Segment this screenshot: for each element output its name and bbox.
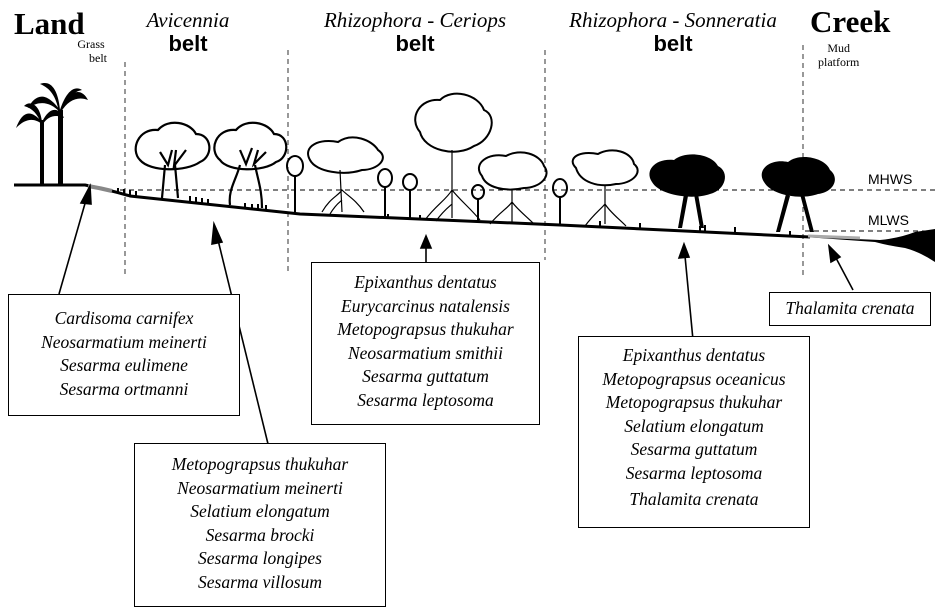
species-item: Metopograpsus thukuhar (312, 318, 539, 342)
grass-belt-label: Grass belt (75, 38, 107, 66)
species-item: Thalamita crenata (770, 297, 930, 321)
avicennia-belt-word: belt (128, 33, 248, 55)
palm-trees (16, 83, 88, 185)
creek-label: Creek (810, 6, 890, 37)
mlws-label: MLWS (868, 212, 909, 228)
species-item: Epixanthus dentatus (579, 344, 809, 368)
creek-species-box: Thalamita crenata (769, 292, 931, 326)
sonneratia-trees (649, 154, 834, 232)
species-item: Cardisoma carnifex (9, 307, 239, 331)
avicennia-name: Avicennia (128, 10, 248, 31)
mhws-label: MHWS (868, 171, 912, 187)
mud-platform-line1: Mud (827, 41, 850, 55)
grass-belt-species-box: Cardisoma carnifex Neosarmatium meinerti… (8, 294, 240, 416)
species-item: Metopograpsus thukuhar (579, 391, 809, 415)
species-item: Selatium elongatum (135, 500, 385, 524)
species-item: Neosarmatium meinerti (9, 331, 239, 355)
rhizophora-sonneratia-belt-word: belt (548, 33, 798, 55)
species-item: Thalamita crenata (579, 488, 809, 512)
species-item: Sesarma guttatum (579, 438, 809, 462)
species-item: Metopograpsus oceanicus (579, 368, 809, 392)
species-item: Sesarma leptosoma (579, 462, 809, 486)
avicennia-heading: Avicennia belt (128, 10, 248, 55)
species-item: Eurycarcinus natalensis (312, 295, 539, 319)
rhizophora-trees (308, 94, 638, 226)
rhizophora-ceriops-heading: Rhizophora - Ceriops belt (298, 10, 532, 55)
grass-belt-line1: Grass (77, 37, 104, 51)
species-item: Sesarma villosum (135, 571, 385, 595)
species-item: Neosarmatium smithii (312, 342, 539, 366)
mud-platform (805, 229, 935, 262)
species-item: Epixanthus dentatus (312, 271, 539, 295)
rhizophora-sonneratia-name: Rhizophora - Sonneratia (548, 10, 798, 31)
mud-platform-label: Mud platform (818, 42, 859, 70)
grass-belt-line2: belt (89, 51, 107, 65)
land-label: Land (14, 8, 85, 39)
mud-platform-line2: platform (818, 55, 859, 69)
species-item: Sesarma eulimene (9, 354, 239, 378)
species-item: Metopograpsus thukuhar (135, 453, 385, 477)
species-item: Sesarma brocki (135, 524, 385, 548)
species-item: Selatium elongatum (579, 415, 809, 439)
species-item: Sesarma ortmanni (9, 378, 239, 402)
rhizophora-sonneratia-heading: Rhizophora - Sonneratia belt (548, 10, 798, 55)
avicennia-trees (136, 123, 287, 208)
rhizophora-ceriops-belt-word: belt (298, 33, 532, 55)
rhizophora-sonneratia-species-box: Epixanthus dentatus Metopograpsus oceani… (578, 336, 810, 528)
rhizophora-ceriops-species-box: Epixanthus dentatus Eurycarcinus natalen… (311, 262, 540, 425)
species-item: Sesarma guttatum (312, 365, 539, 389)
species-item: Sesarma longipes (135, 547, 385, 571)
avicennia-species-box: Metopograpsus thukuhar Neosarmatium mein… (134, 443, 386, 607)
species-item: Sesarma leptosoma (312, 389, 539, 413)
rhizophora-ceriops-name: Rhizophora - Ceriops (298, 10, 532, 31)
species-item: Neosarmatium meinerti (135, 477, 385, 501)
